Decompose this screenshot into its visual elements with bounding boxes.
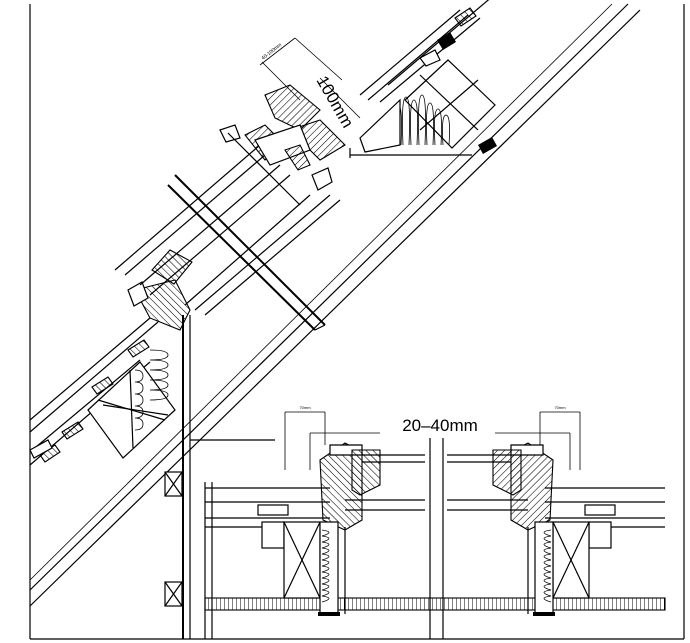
upper-insulation — [359, 94, 450, 153]
small-dim-right: 70mm — [554, 405, 566, 410]
lower-batten-box — [87, 361, 176, 459]
gap-dimension: 20–40mm 70mm 70mm — [284, 405, 581, 470]
lower-tiles — [29, 339, 150, 463]
drawing-frame — [29, 4, 685, 640]
right-frame — [447, 442, 612, 616]
window-sash — [114, 144, 341, 331]
upper-batten-box — [349, 59, 496, 158]
window-head — [219, 84, 346, 206]
left-frame — [261, 442, 425, 616]
lower-detail-section: 20–40mm 70mm 70mm — [204, 405, 666, 639]
roof-layers — [204, 482, 665, 639]
gap-dimension-label: 20–40mm — [402, 416, 478, 435]
small-dim-left: 70mm — [299, 405, 311, 410]
window-sill-block — [134, 279, 191, 331]
vertical-lining — [164, 315, 275, 639]
upper-tiles — [359, 0, 497, 154]
dim-label-top: 40-100mm — [261, 42, 284, 61]
floor-batten — [204, 597, 666, 611]
roof-slope-section: 40-100mm 100mm — [29, 0, 641, 639]
